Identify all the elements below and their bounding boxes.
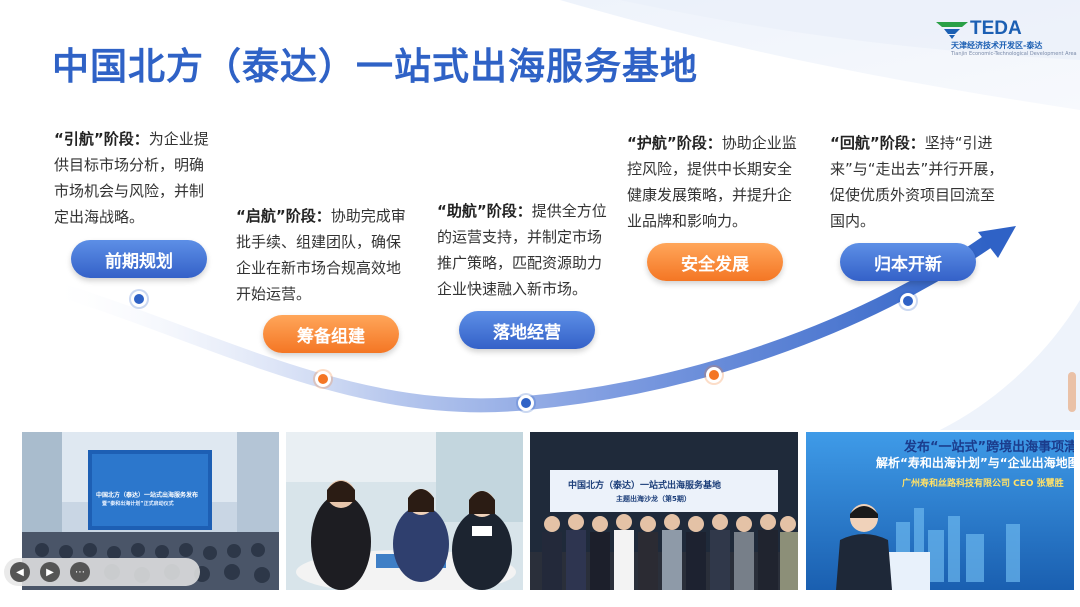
photo-group[interactable]: 中国北方（泰达）一站式出海服务基地 主题出海沙龙（第5期） — [530, 432, 798, 590]
logo-subtitle-en: Tianjin Economic-Technological Developme… — [951, 51, 1077, 57]
stage-5-dot — [900, 293, 916, 309]
stage-3-pill[interactable]: 落地经营 — [459, 311, 595, 349]
stage-1-text: 为企业提供目标市场分析，明确市场机会与风险，并制定出海战略。 — [54, 130, 209, 226]
photo-4-line1: 发布“一站式”跨境出海事项清单 — [904, 440, 1074, 455]
photo-4-line3: 广州寿和丝路科技有限公司 CEO 张慧胜 — [902, 479, 1064, 489]
stage-4-head: “护航”阶段： — [627, 134, 722, 152]
photo-3-banner-line1: 中国北方（泰达）一站式出海服务基地 — [568, 481, 722, 491]
photo-group-image — [530, 432, 798, 590]
page-title: 中国北方（泰达）一站式出海服务基地 — [52, 45, 698, 88]
prev-icon[interactable]: ◀ — [10, 562, 30, 582]
stage-5-text: 坚持“引进来”与“走出去”并行开展，促使优质外资项目回流至国内。 — [830, 134, 1004, 230]
stage-4-pill[interactable]: 安全发展 — [647, 243, 783, 281]
stage-1-head: “引航”阶段： — [54, 130, 149, 148]
logo-name: TEDA — [970, 18, 1022, 39]
stage-1-dot — [131, 291, 147, 307]
growth-arrow-head — [978, 226, 1016, 258]
teda-logo-icon — [936, 22, 968, 39]
photo-meeting[interactable] — [286, 432, 523, 590]
scroll-indicator[interactable] — [1068, 372, 1076, 412]
photo-speaker[interactable]: 发布“一站式”跨境出海事项清单 解析“寿和出海计划”与“企业出海地图” 广州寿和… — [806, 432, 1074, 590]
stage-3-dot — [518, 395, 534, 411]
stage-1-description: “引航”阶段：为企业提供目标市场分析，明确市场机会与风险，并制定出海战略。 — [54, 126, 214, 230]
stage-5-description: “回航”阶段：坚持“引进来”与“走出去”并行开展，促使优质外资项目回流至国内。 — [830, 130, 1006, 234]
photo-meeting-image — [286, 432, 523, 590]
stage-4-text: 协助企业监控风险，提供中长期安全健康发展策略，并提升企业品牌和影响力。 — [627, 134, 797, 230]
photo-speaker-image — [806, 432, 1074, 590]
teda-logo: TEDA 天津经济技术开发区-泰达 Tianjin Economic-Techn… — [934, 18, 1077, 62]
stage-4-dot — [706, 367, 722, 383]
photo-4-line2: 解析“寿和出海计划”与“企业出海地图” — [876, 456, 1074, 470]
stage-1-pill[interactable]: 前期规划 — [71, 240, 207, 278]
stage-2-description: “启航”阶段：协助完成审批手续、组建团队，确保企业在新市场合规高效地开始运营。 — [236, 203, 411, 307]
stage-3-description: “助航”阶段：提供全方位的运营支持，并制定市场推广策略，匹配资源助力企业快速融入… — [437, 198, 615, 302]
logo-subtitle: 天津经济技术开发区-泰达 — [951, 41, 1043, 50]
stage-2-dot — [315, 371, 331, 387]
stage-5-head: “回航”阶段： — [830, 134, 925, 152]
stage-3-text: 提供全方位的运营支持，并制定市场推广策略，匹配资源助力企业快速融入新市场。 — [437, 202, 607, 298]
stage-4-description: “护航”阶段：协助企业监控风险，提供中长期安全健康发展策略，并提升企业品牌和影响… — [627, 130, 803, 234]
stage-2-pill[interactable]: 筹备组建 — [263, 315, 399, 353]
stage-3-head: “助航”阶段： — [437, 202, 532, 220]
stage-5-pill[interactable]: 归本开新 — [840, 243, 976, 281]
more-icon[interactable]: ⋯ — [70, 562, 90, 582]
play-icon[interactable]: ▶ — [40, 562, 60, 582]
media-controls: ◀ ▶ ⋯ — [4, 558, 200, 586]
photo-3-banner-line2: 主题出海沙龙（第5期） — [616, 495, 691, 503]
stage-2-head: “启航”阶段： — [236, 207, 331, 225]
photo-1-screen-line1: 中国北方（泰达）一站式出海服务发布 — [96, 492, 199, 499]
photo-1-screen-line2: 暨“秦和出海计划”正式启动仪式 — [102, 501, 174, 507]
stage-2-text: 协助完成审批手续、组建团队，确保企业在新市场合规高效地开始运营。 — [236, 207, 406, 303]
